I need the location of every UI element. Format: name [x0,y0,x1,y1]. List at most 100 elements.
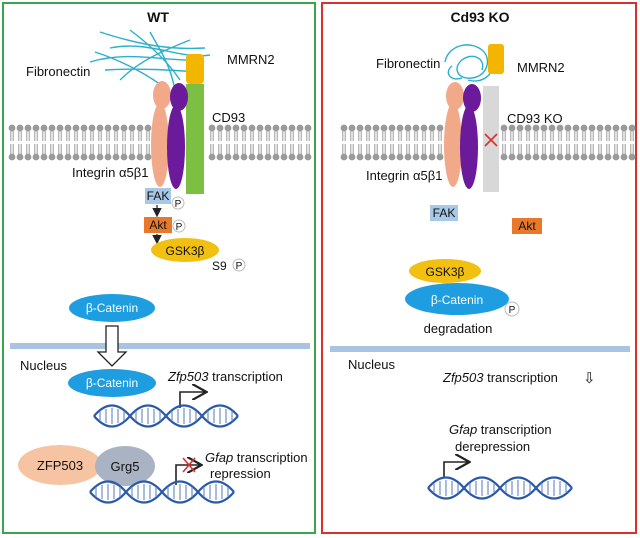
wt-dna-1 [92,404,240,428]
ko-panel-border [321,2,637,534]
lipid [404,124,412,161]
lipid [372,124,380,161]
ko-gfap-transcription-arrow [443,462,468,478]
wt-gsk3b [151,238,219,262]
wt-zfp503-protein [18,445,102,485]
ko-integrin-alpha [444,103,462,187]
lipid [412,124,420,161]
ko-fak-label: FAK [433,206,456,220]
wt-zfp503-transcription: Zfp503 transcription [167,369,283,384]
lipid [508,124,516,161]
lipid [612,124,620,161]
wt-integrin-alpha-head [153,81,171,109]
lipid [264,124,272,161]
ko-nuclear-membrane [330,346,630,352]
wt-translocation-arrow [96,325,128,367]
lipid [224,124,232,161]
lipid [56,124,64,161]
ko-beta-catenin-phospho [504,301,520,317]
lipid [388,124,396,161]
wt-zfp503-protein-label: ZFP503 [37,458,83,473]
ko-akt [512,218,542,234]
wt-akt [144,217,172,233]
lipid [396,124,404,161]
wt-beta-catenin-label: β-Catenin [86,301,138,315]
wt-gsk3b-label: GSK3β [166,244,205,258]
wt-grg5-label: Grg5 [111,459,140,474]
lipid [40,124,48,161]
lipid [436,124,444,161]
lipid [232,124,240,161]
lipid [420,124,428,161]
wt-akt-label: Akt [149,218,167,232]
ko-derepression-label: derepression [455,439,530,454]
wt-dna-2 [88,480,236,504]
lipid [144,124,152,161]
wt-beta-catenin-nucleus [68,369,156,397]
ko-beta-catenin-label: β-Catenin [431,293,483,307]
wt-gfap-transcription: Gfap transcription [205,450,308,465]
wt-gfap-block-cross [182,457,196,473]
lipid [304,124,312,161]
lipid [548,124,556,161]
lipid [572,124,580,161]
wt-gfap-transcription-arrow [175,465,200,485]
ko-akt-label: Akt [518,219,536,233]
wt-fak-phospho [171,196,185,210]
ko-fibronectin-tangle [444,44,494,82]
lipid [280,124,288,161]
lipid [8,124,16,161]
lipid [516,124,524,161]
ko-gsk3b-label: GSK3β [426,265,465,279]
wt-zfp503-transcription-arrow [179,392,205,408]
lipid [136,124,144,161]
ko-fak [430,205,458,221]
ko-mmrn2 [488,44,504,74]
lipid [604,124,612,161]
lipid [248,124,256,161]
wt-integrin-beta-head [170,83,188,111]
ko-zfp503-transcription: Zfp503 transcription [442,370,558,385]
wt-akt-phospho [172,219,186,233]
lipid [96,124,104,161]
wt-panel: WT Fibronectin MMRN2 CD93 Integrin α5β1 [2,2,316,534]
wt-title: WT [147,9,169,25]
ko-title: Cd93 KO [450,9,509,25]
wt-s9-label: S9 [212,259,227,273]
lipid [524,124,532,161]
ko-mmrn2-label: MMRN2 [517,60,565,75]
lipid [288,124,296,161]
lipid [48,124,56,161]
lipid [580,124,588,161]
ko-integrin-alpha-head [446,82,464,110]
lipid [556,124,564,161]
ko-cd93-cross [484,133,498,147]
lipid [428,124,436,161]
lipid [120,124,128,161]
ko-fibronectin-label: Fibronectin [376,56,440,71]
ko-integrin-label: Integrin α5β1 [366,168,442,183]
lipid [296,124,304,161]
ko-integrin-beta-head [463,84,481,112]
lipid [532,124,540,161]
wt-beta-catenin-nucleus-label: β-Catenin [86,376,138,390]
lipid [380,124,388,161]
lipid [540,124,548,161]
lipid [340,124,348,161]
wt-integrin-beta [167,105,185,189]
lipid [272,124,280,161]
ko-panel: Cd93 KO Fibronectin MMRN2 Integrin α5β1 … [321,2,637,534]
wt-nuclear-membrane [10,343,310,349]
wt-panel-border [2,2,316,534]
ko-gfap-transcription: Gfap transcription [449,422,552,437]
wt-cd93 [186,84,204,194]
lipid [348,124,356,161]
lipid [64,124,72,161]
wt-fak [145,188,171,204]
ko-beta-catenin-p-label: P [509,305,516,316]
lipid [564,124,572,161]
wt-mmrn2 [186,54,204,84]
lipid [16,124,24,161]
ko-gsk3b [409,259,481,283]
wt-fak-p-label: P [175,199,182,210]
